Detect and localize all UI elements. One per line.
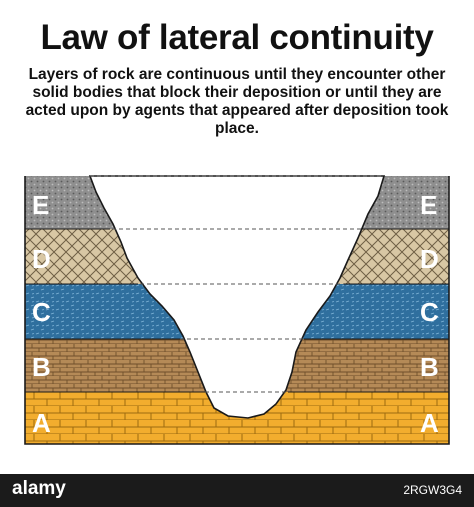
watermark-center: alamy: [206, 300, 269, 325]
label-c-right: C: [420, 297, 439, 327]
eroded-valley: [88, 175, 386, 419]
label-e-left: E: [32, 190, 49, 220]
label-b-left: B: [32, 352, 51, 382]
continuity-lines: [90, 175, 384, 393]
label-e-right: E: [420, 190, 437, 220]
label-d-left: D: [32, 244, 51, 274]
label-a-right: A: [420, 408, 439, 438]
rock-layers-diagram: alamy E E D D C C B B A A: [24, 175, 450, 445]
diagram-description: Layers of rock are continuous until they…: [25, 66, 449, 137]
label-a-left: A: [32, 408, 51, 438]
brand-logo: alamy: [12, 478, 66, 499]
stock-image-id: 2RGW3G4: [403, 483, 462, 497]
label-c-left: C: [32, 297, 51, 327]
label-d-right: D: [420, 244, 439, 274]
diagram-border: [24, 176, 450, 445]
stock-footer: alamy 2RGW3G4: [0, 474, 474, 507]
diagram-title: Law of lateral continuity: [40, 18, 434, 57]
label-b-right: B: [420, 352, 439, 382]
